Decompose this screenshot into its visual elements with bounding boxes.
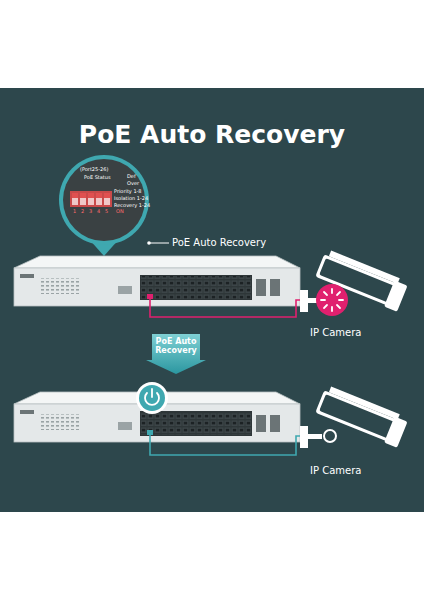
power-icon [136, 382, 168, 414]
arrow-label: PoE Auto Recovery [146, 334, 206, 356]
callout-ring [59, 155, 149, 245]
switch-label: Priority 1-8 [114, 189, 142, 195]
callout-number: 4 [97, 209, 100, 215]
title: PoE Auto Recovery [0, 120, 424, 149]
dark-panel [0, 88, 424, 512]
camera-cable [150, 435, 308, 455]
switch-label: Recovery 1-24 [114, 203, 150, 209]
leader-dot [147, 241, 151, 245]
callout-number: 1 [73, 209, 76, 215]
device-label: IP Camera [310, 465, 361, 476]
switch-label: PoE Status [84, 175, 111, 181]
switch-label: ON [116, 209, 124, 215]
ip-camera [300, 249, 409, 316]
ip-camera [300, 385, 409, 448]
switch-label: Over [127, 181, 139, 187]
switch-label: (Port25-26) [80, 167, 108, 173]
switch-label: Isolation 1-24 [114, 196, 148, 202]
device-label: IP Camera [310, 327, 361, 338]
poe-switch [14, 256, 300, 306]
callout-number: 2 [81, 209, 84, 215]
camera-cable [150, 299, 308, 317]
process-arrow: PoE Auto Recovery [146, 334, 206, 374]
callout-number: 3 [89, 209, 92, 215]
callout-number: 5 [105, 209, 108, 215]
callout-label: PoE Auto Recovery [172, 237, 266, 248]
leader-line [149, 243, 169, 244]
arrow-outline [146, 334, 206, 374]
switch-label: Def [127, 174, 136, 180]
dip-switches [70, 191, 112, 207]
